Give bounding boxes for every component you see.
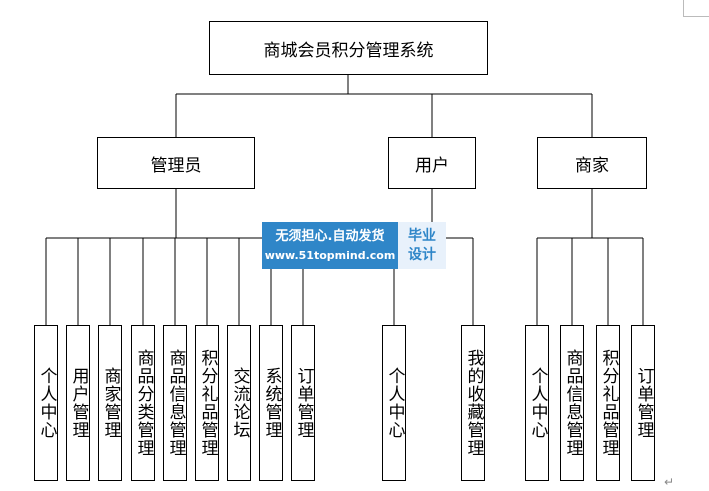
watermark-banner: 无须担心.自动发货 www.51topmind.com 毕业 设计: [262, 222, 446, 269]
leaf-node-label: 积分礼品管理: [197, 349, 218, 457]
leaf-node-label: 商家管理: [100, 367, 121, 439]
root-node-label: 商城会员积分管理系统: [263, 40, 434, 61]
watermark-tag-line1: 毕业: [408, 227, 436, 244]
leaf-node-label: 系统管理: [261, 367, 282, 439]
leaf-node: 系统管理: [259, 325, 283, 481]
leaf-node-label: 用户管理: [68, 367, 89, 439]
leaf-node: 订单管理: [291, 325, 315, 481]
leaf-node-label: 商品信息管理: [562, 349, 583, 457]
role-node-merchant: 商家: [537, 137, 647, 189]
leaf-node-label: 积分礼品管理: [598, 349, 619, 457]
leaf-node: 商品分类管理: [131, 325, 155, 481]
leaf-node-label: 交流论坛: [229, 367, 250, 439]
leaf-node-label: 订单管理: [633, 367, 654, 439]
leaf-node-label: 个人中心: [36, 367, 57, 439]
watermark-main: 无须担心.自动发货 www.51topmind.com: [262, 222, 398, 269]
role-node-user: 用户: [388, 137, 476, 189]
leaf-node: 个人中心: [525, 325, 549, 481]
leaf-node: 交流论坛: [227, 325, 251, 481]
role-node-admin-label: 管理员: [150, 155, 202, 176]
paragraph-mark: ↵: [664, 475, 675, 489]
leaf-node: 用户管理: [66, 325, 90, 481]
leaf-node: 积分礼品管理: [596, 325, 620, 481]
leaf-node: 订单管理: [631, 325, 655, 481]
leaf-node: 商品信息管理: [560, 325, 584, 481]
watermark-url: www.51topmind.com: [264, 248, 396, 262]
leaf-node-label: 个人中心: [384, 367, 405, 439]
leaf-node-label: 我的收藏管理: [463, 349, 484, 457]
role-node-user-label: 用户: [415, 155, 449, 176]
leaf-node-label: 订单管理: [293, 367, 314, 439]
leaf-node-label: 商品分类管理: [133, 349, 154, 457]
watermark-slogan: 无须担心.自动发货: [275, 228, 385, 244]
leaf-node-label: 商品信息管理: [165, 349, 186, 457]
leaf-node: 商家管理: [98, 325, 122, 481]
page-corner-mark: [683, 0, 709, 17]
watermark-tag-line2: 设计: [408, 246, 436, 263]
root-node: 商城会员积分管理系统: [209, 21, 488, 75]
leaf-node-label: 个人中心: [527, 367, 548, 439]
watermark-tag: 毕业 设计: [398, 222, 446, 269]
role-node-admin: 管理员: [97, 137, 255, 189]
leaf-node: 我的收藏管理: [461, 325, 485, 481]
leaf-node: 积分礼品管理: [195, 325, 219, 481]
leaf-node: 商品信息管理: [163, 325, 187, 481]
leaf-node: 个人中心: [34, 325, 58, 481]
leaf-node: 个人中心: [382, 325, 406, 481]
role-node-merchant-label: 商家: [575, 155, 609, 176]
